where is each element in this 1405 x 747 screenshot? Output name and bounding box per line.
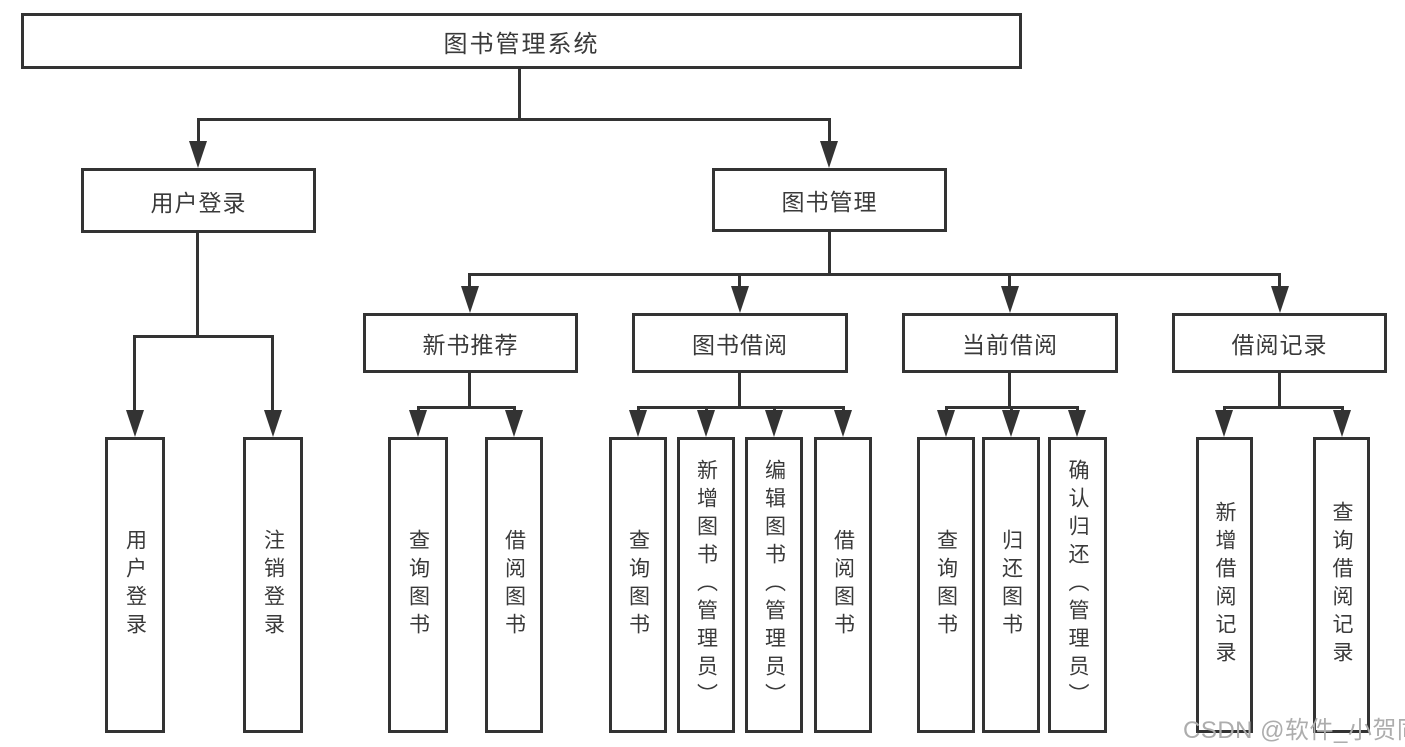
node-current-borrowing: 当前借阅 <box>902 313 1118 373</box>
leaf-edit-books-admin: 编辑图书（管理员） <box>745 437 803 733</box>
arrow-down-icon <box>126 410 144 437</box>
arrow-down-icon <box>820 141 838 168</box>
leaf-query-books-current: 查询图书 <box>917 437 975 733</box>
leaf-query-books-borrow: 查询图书 <box>609 437 667 733</box>
connector-book-mgmt-drop <box>828 118 831 148</box>
connector-user-login-drop <box>197 118 200 148</box>
arrow-down-icon <box>765 410 783 437</box>
arrow-down-icon <box>1002 410 1020 437</box>
leaf-query-borrow-record: 查询借阅记录 <box>1313 437 1370 733</box>
arrow-down-icon <box>1001 286 1019 313</box>
arrow-down-icon <box>1333 410 1351 437</box>
node-library-management-system: 图书管理系统 <box>21 13 1022 69</box>
arrow-down-icon <box>461 286 479 313</box>
arrow-down-icon <box>189 141 207 168</box>
connector-current-stub <box>1008 373 1011 409</box>
arrow-down-icon <box>937 410 955 437</box>
leaf-return-books: 归还图书 <box>982 437 1040 733</box>
connector-records-stub <box>1278 373 1281 409</box>
leaf-borrow-books-newbook: 借阅图书 <box>485 437 543 733</box>
connector-level3-bus <box>468 273 1281 276</box>
connector-records-drop <box>1278 273 1281 295</box>
connector-level2-bus <box>197 118 831 121</box>
arrow-down-icon <box>697 410 715 437</box>
connector-root-stub <box>518 69 521 118</box>
node-user-login: 用户登录 <box>81 168 316 233</box>
connector-newbook-stub <box>468 373 471 409</box>
leaf-confirm-return-admin: 确认归还（管理员） <box>1048 437 1107 733</box>
connector-records-leaves-bus <box>1223 406 1343 409</box>
connector-current-drop <box>1008 273 1011 295</box>
arrow-down-icon <box>1215 410 1233 437</box>
arrow-down-icon <box>1271 286 1289 313</box>
connector-user-leaves-bus <box>133 335 274 338</box>
leaf-user-login: 用户登录 <box>105 437 165 733</box>
connector-borrow-drop <box>738 273 741 295</box>
connector-newbook-leaves-bus <box>417 406 516 409</box>
leaf-query-books-newbook: 查询图书 <box>388 437 448 733</box>
arrow-down-icon <box>264 410 282 437</box>
node-borrowing-records: 借阅记录 <box>1172 313 1387 373</box>
connector-user-leaf1-drop <box>133 335 136 417</box>
arrow-down-icon <box>629 410 647 437</box>
connector-book-mgmt-stub <box>828 232 831 276</box>
arrow-down-icon <box>834 410 852 437</box>
leaf-borrow-books-borrow: 借阅图书 <box>814 437 872 733</box>
connector-user-leaf2-drop <box>271 335 274 417</box>
node-book-borrowing: 图书借阅 <box>632 313 848 373</box>
arrow-down-icon <box>1068 410 1086 437</box>
arrow-down-icon <box>505 410 523 437</box>
connector-borrow-stub <box>738 373 741 409</box>
connector-borrow-leaves-bus <box>637 406 844 409</box>
connector-user-login-stub <box>196 233 199 338</box>
leaf-add-books-admin: 新增图书（管理员） <box>677 437 735 733</box>
arrow-down-icon <box>731 286 749 313</box>
leaf-logout: 注销登录 <box>243 437 303 733</box>
leaf-add-borrow-record: 新增借阅记录 <box>1196 437 1253 733</box>
connector-newbook-drop <box>468 273 471 295</box>
node-book-management: 图书管理 <box>712 168 947 232</box>
arrow-down-icon <box>409 410 427 437</box>
node-new-book-recommend: 新书推荐 <box>363 313 578 373</box>
watermark-text: CSDN @软件_小贺同学 <box>1183 717 1405 744</box>
